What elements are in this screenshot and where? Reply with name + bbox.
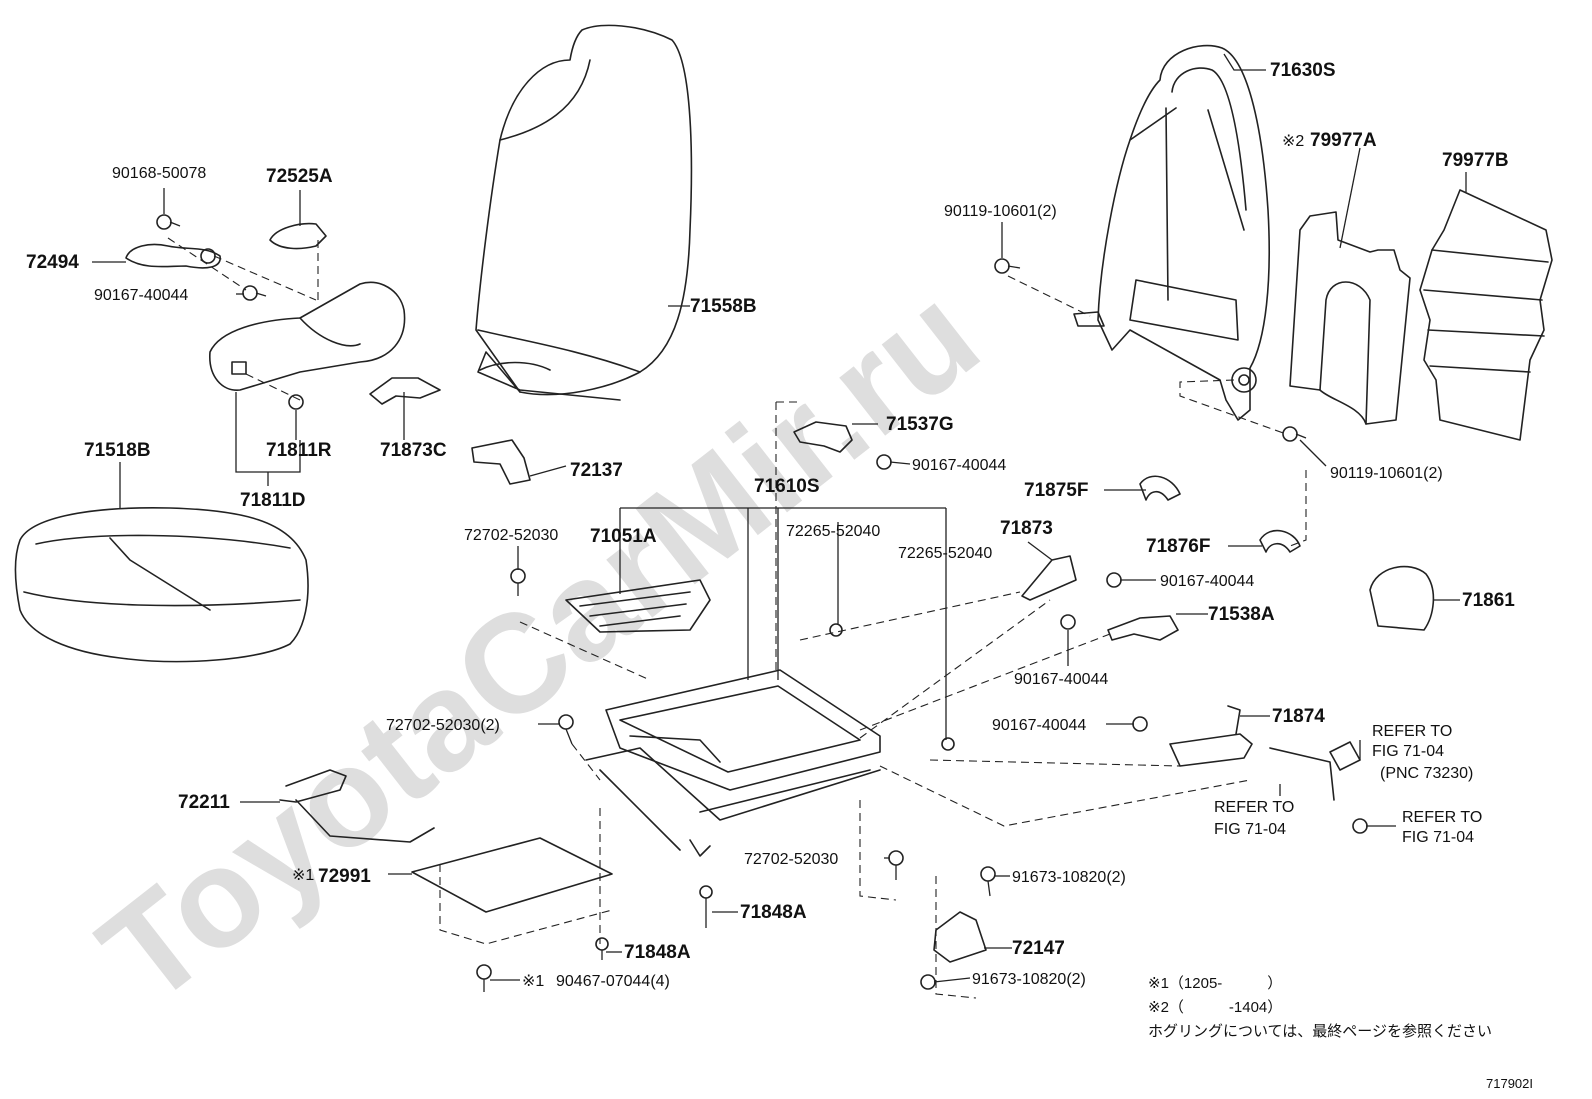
cover-71875f bbox=[1139, 475, 1181, 501]
label-71873: 71873 bbox=[1000, 518, 1053, 539]
seat-cushion-cover bbox=[14, 507, 309, 663]
fasteners bbox=[156, 214, 1307, 992]
seat-belt-buckle bbox=[1269, 741, 1368, 834]
cover-71861 bbox=[1369, 565, 1435, 631]
label-72211: 72211 bbox=[178, 792, 230, 813]
label-90167-40044-a: 90167-40044 bbox=[94, 287, 188, 304]
footnote-3: ホグリングについては、最終ページを参照ください bbox=[1148, 1023, 1492, 1040]
label-71051a: 71051A bbox=[590, 526, 657, 547]
label-72991: 72991 bbox=[318, 866, 371, 887]
label-71848a-a: 71848A bbox=[740, 902, 807, 923]
label-72702-52030-a: 72702-52030 bbox=[464, 527, 558, 544]
label-72265-52040-b: 72265-52040 bbox=[898, 545, 992, 562]
leader-lines bbox=[92, 53, 1467, 983]
label-90467-07044: 90467-07044(4) bbox=[556, 973, 670, 990]
recliner-cover bbox=[209, 281, 406, 391]
label-72147: 72147 bbox=[1012, 938, 1065, 959]
label-71876f: 71876F bbox=[1146, 536, 1210, 557]
label-72137: 72137 bbox=[570, 460, 623, 481]
label-71873c: 71873C bbox=[380, 440, 447, 461]
refer-to-notes: REFER TO FIG 71-04 (PNC 73230) REFER TO … bbox=[1214, 723, 1482, 846]
bracket-71873 bbox=[1021, 555, 1077, 601]
panel-72991 bbox=[411, 837, 613, 913]
label-71874: 71874 bbox=[1272, 706, 1325, 727]
label-71848a-b: 71848A bbox=[624, 942, 691, 963]
label-90119-10601-bottom: 90119-10601(2) bbox=[1330, 465, 1443, 482]
label-90167-40044-e: 90167-40044 bbox=[992, 717, 1086, 734]
footnotes: ※1（1205- ） ※2（ -1404） ホグリングについては、最終ページを参… bbox=[1148, 975, 1533, 1091]
footnote-2: ※2（ -1404） bbox=[1148, 999, 1282, 1016]
label-79977a: 79977A bbox=[1310, 130, 1377, 151]
diagram-code: 717902I bbox=[1486, 1076, 1533, 1091]
recliner-knob bbox=[269, 222, 327, 250]
seat-back-frame bbox=[1073, 44, 1270, 421]
wire-72211 bbox=[279, 769, 435, 843]
ref3-line2: FIG 71-04 bbox=[1402, 829, 1474, 846]
footnote-1: ※1（1205- ） bbox=[1148, 975, 1282, 992]
label-72702-52030-c: 72702-52030 bbox=[744, 851, 838, 868]
part-labels: 71630S ※2 79977A 79977B 90119-10601(2) 9… bbox=[26, 60, 1515, 990]
ref1-line2: FIG 71-04 bbox=[1372, 743, 1444, 760]
label-71558b: 71558B bbox=[690, 296, 757, 317]
label-79977b: 79977B bbox=[1442, 150, 1509, 171]
bracket-72147 bbox=[933, 911, 987, 963]
ref3-line1: REFER TO bbox=[1402, 809, 1482, 826]
ref1-line1: REFER TO bbox=[1372, 723, 1452, 740]
label-72494: 72494 bbox=[26, 252, 79, 273]
label-90119-10601-top: 90119-10601(2) bbox=[944, 203, 1057, 220]
label-prefix-79977a: ※2 bbox=[1282, 133, 1304, 150]
label-prefix-90467-07044: ※1 bbox=[522, 973, 544, 990]
ref2-line1: REFER TO bbox=[1214, 799, 1294, 816]
bracket-71874 bbox=[1169, 705, 1253, 767]
label-72525a: 72525A bbox=[266, 166, 333, 187]
cover-72137 bbox=[471, 439, 531, 485]
label-prefix-72991: ※1 bbox=[292, 867, 314, 884]
label-71811d: 71811D bbox=[240, 490, 306, 511]
label-71875f: 71875F bbox=[1024, 480, 1088, 501]
recliner-handle bbox=[125, 243, 221, 269]
label-71630s: 71630S bbox=[1270, 60, 1336, 81]
label-71811r: 71811R bbox=[266, 440, 332, 461]
label-90168-50078: 90168-50078 bbox=[112, 165, 206, 182]
label-90167-40044-b: 90167-40044 bbox=[912, 457, 1006, 474]
label-91673-10820-b: 91673-10820(2) bbox=[972, 971, 1086, 988]
label-72265-52040-a: 72265-52040 bbox=[786, 523, 880, 540]
label-71518b: 71518B bbox=[84, 440, 151, 461]
label-91673-10820-a: 91673-10820(2) bbox=[1012, 869, 1126, 886]
bracket-71538a bbox=[1107, 615, 1179, 641]
clip-71873c bbox=[369, 377, 441, 405]
label-90167-40044-c: 90167-40044 bbox=[1160, 573, 1254, 590]
label-71538a: 71538A bbox=[1208, 604, 1275, 625]
seat-spring-71051a bbox=[565, 579, 711, 633]
ref2-line2: FIG 71-04 bbox=[1214, 821, 1286, 838]
seat-cushion-frame bbox=[585, 669, 881, 857]
ref1-line3: (PNC 73230) bbox=[1380, 765, 1473, 782]
label-72702-52030-b: 72702-52030(2) bbox=[386, 717, 500, 734]
seat-back-pad-b bbox=[1419, 189, 1553, 441]
seat-back-pad-a bbox=[1289, 211, 1411, 425]
label-71537g: 71537G bbox=[886, 414, 954, 435]
seat-back-cover bbox=[475, 24, 693, 401]
label-90167-40044-d: 90167-40044 bbox=[1014, 671, 1108, 688]
label-71610s: 71610S bbox=[754, 476, 820, 497]
label-71861: 71861 bbox=[1462, 590, 1515, 611]
cover-71876f bbox=[1259, 529, 1301, 553]
bracket-71537g bbox=[793, 421, 853, 453]
